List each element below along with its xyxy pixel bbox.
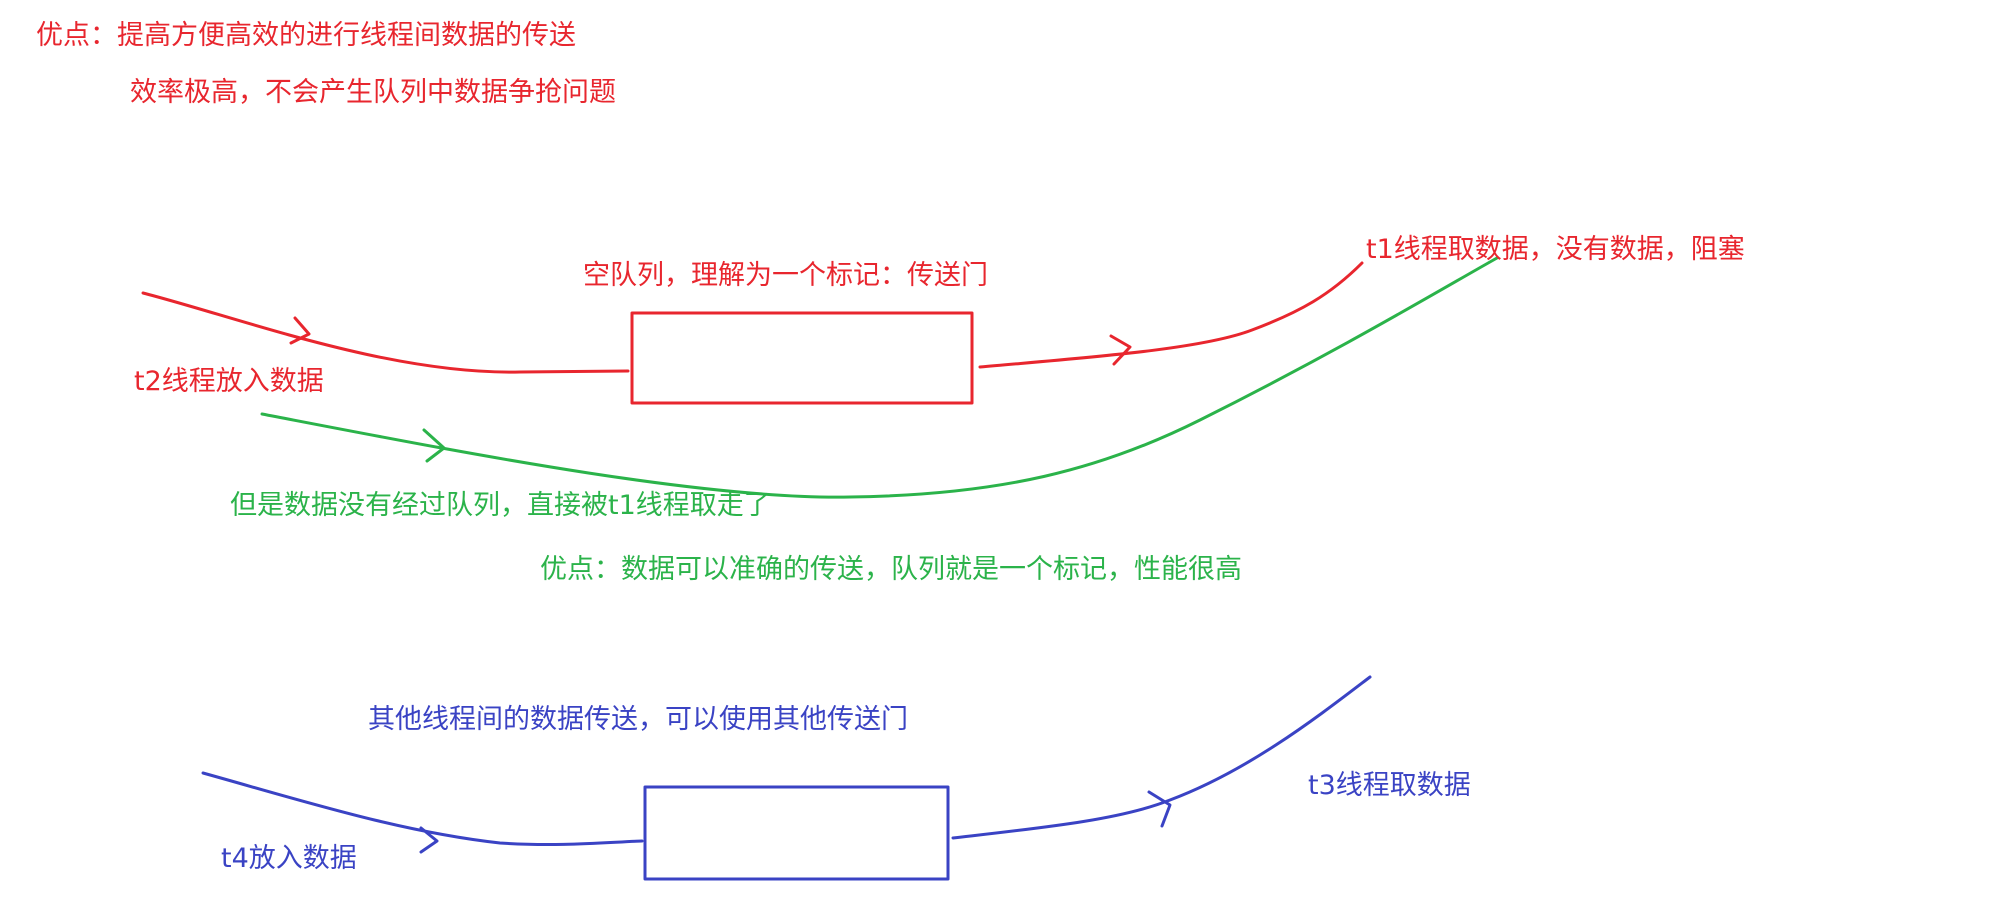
direct-transfer-curve	[260, 256, 1499, 499]
red-flow	[141, 261, 1364, 405]
t4-put-arrowhead	[419, 826, 439, 854]
t3-take-arrow-line	[951, 675, 1372, 840]
t1-take-arrow-line	[978, 261, 1364, 369]
direct-transfer-arrowhead	[422, 428, 446, 463]
t3-take-arrowhead	[1147, 790, 1172, 828]
blue-flow	[201, 675, 1372, 881]
advantages-line-1: 优点：提高方便高效的进行线程间数据的传送	[36, 20, 576, 51]
other-queue-label: 其他线程间的数据传送，可以使用其他传送门	[368, 704, 908, 735]
t1-take-arrowhead	[1109, 334, 1132, 366]
t3-consumer-label: t3线程取数据	[1308, 770, 1471, 801]
sync-advantage-label: 优点：数据可以准确的传送，队列就是一个标记，性能很高	[540, 554, 1242, 585]
t4-put-arrow-line	[201, 771, 644, 847]
t2-put-arrow-line	[141, 291, 630, 374]
t1-consumer-label: t1线程取数据，没有数据，阻塞	[1366, 234, 1745, 265]
sync-queue-box	[630, 311, 974, 405]
advantages-line-2: 效率极高，不会产生队列中数据争抢问题	[130, 77, 616, 108]
green-flow	[260, 256, 1499, 499]
t2-producer-label: t2线程放入数据	[134, 366, 324, 397]
t4-producer-label: t4放入数据	[221, 843, 357, 874]
other-queue-box	[643, 785, 950, 881]
t2-put-arrowhead	[289, 316, 311, 345]
sync-queue-label: 空队列，理解为一个标记：传送门	[583, 260, 988, 291]
direct-transfer-label: 但是数据没有经过队列，直接被t1线程取走了	[230, 490, 771, 521]
